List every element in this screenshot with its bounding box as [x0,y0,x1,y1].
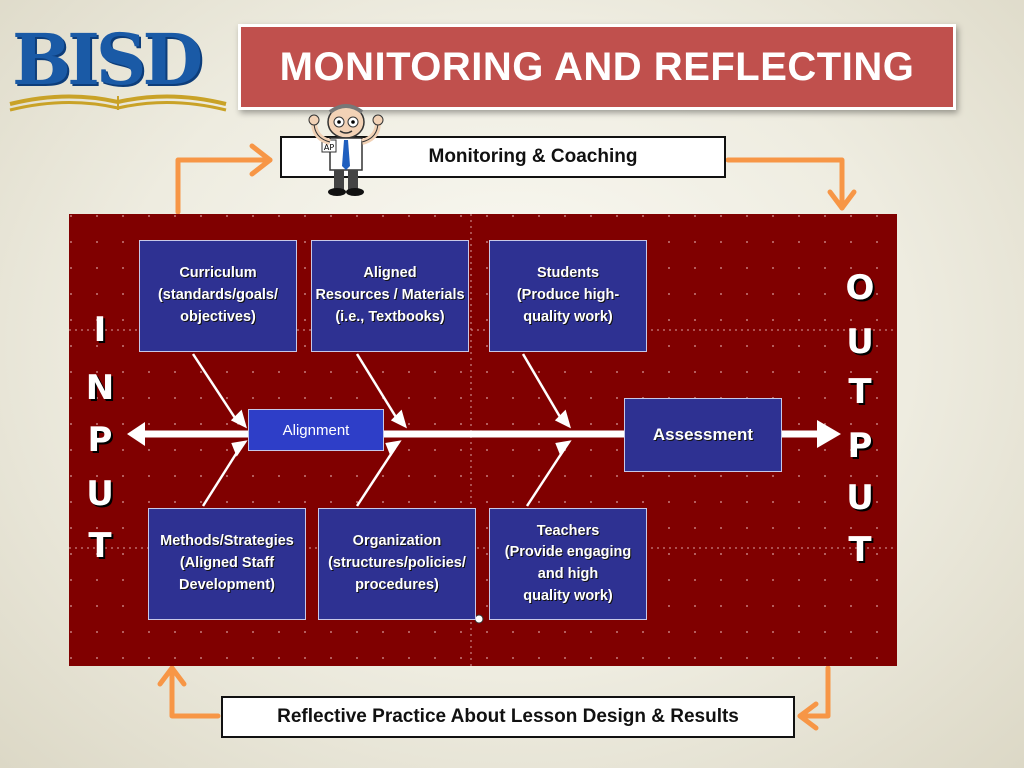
spine-left-tip [127,422,145,446]
center-dot [474,614,484,624]
input-letter: T [88,526,112,566]
students-box: Students (Produce high- quality work) [489,240,647,352]
output-letter: O [845,268,875,308]
teachers-box: Teachers (Provide engaging and high qual… [489,508,647,620]
output-letter: T [848,530,872,570]
aligned-resources-box: Aligned Resources / Materials (i.e., Tex… [311,240,469,352]
spine-arrowhead [817,420,841,448]
fishbone-diagram: I N P U T O U T P U T Curriculum (standa… [69,214,897,666]
top-left-flow-arrow [175,157,273,215]
output-letter: U [846,478,874,518]
alignment-label: Alignment [248,409,384,451]
bottom-left-flow-arrow [169,665,221,719]
curriculum-box: Curriculum (standards/goals/ objectives) [139,240,297,352]
methods-strategies-box: Methods/Strategies (Aligned Staff Develo… [148,508,306,620]
output-letter: T [848,372,872,412]
svg-text:AP: AP [324,143,334,152]
input-letter: I [93,310,107,350]
bottom-right-flow-arrow [797,665,831,719]
output-letter: U [846,322,874,362]
reflective-practice-label: Reflective Practice About Lesson Design … [221,696,795,738]
organization-box: Organization (structures/policies/ proce… [318,508,476,620]
input-letter: P [87,420,113,460]
bisd-logo: BISD [6,18,230,114]
input-letter: U [86,474,114,514]
book-icon [9,94,227,112]
slide-title-box: MONITORING AND REFLECTING [238,24,956,110]
slide-title: MONITORING AND REFLECTING [279,44,915,89]
output-letter: P [847,426,873,466]
input-letter: N [85,368,115,408]
top-right-flow-arrow [725,157,845,211]
assessment-box: Assessment [624,398,782,472]
logo-text: BISD [12,18,203,101]
